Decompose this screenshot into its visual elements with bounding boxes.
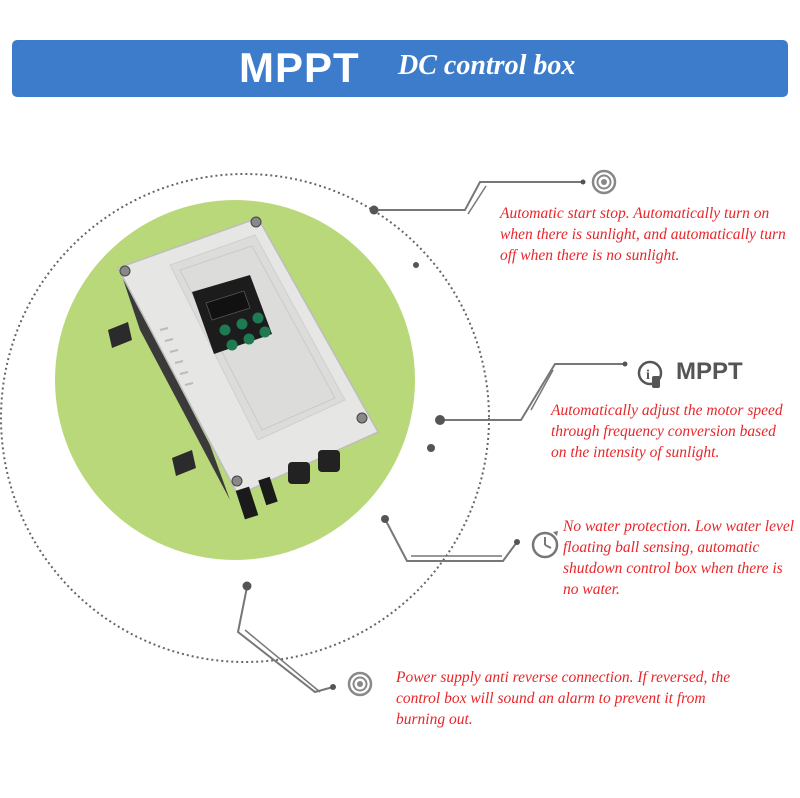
feature-heading-mppt: MPPT xyxy=(676,358,743,385)
target-icon xyxy=(591,169,617,195)
svg-text:i: i xyxy=(646,368,650,383)
control-box-image xyxy=(108,216,380,520)
feature-anti-reverse: Power supply anti reverse connection. If… xyxy=(396,669,731,728)
orbit-nodes xyxy=(242,179,628,690)
banner-title: MPPT xyxy=(239,44,360,91)
feature-mppt-speed: Automatically adjust the motor speed thr… xyxy=(551,402,783,461)
target-icon xyxy=(347,671,373,697)
connector-lines xyxy=(236,181,625,694)
timer-icon xyxy=(531,531,559,559)
feature-auto-start-stop: Automatic start stop. Automatically turn… xyxy=(500,205,786,264)
title-banner: MPPT DC control box xyxy=(12,40,788,97)
feature-no-water-protection: No water protection. Low water level flo… xyxy=(563,518,795,598)
banner-subtitle: DC control box xyxy=(398,50,576,81)
dotted-orbit-circle xyxy=(0,173,490,663)
info-touch-icon: i xyxy=(637,360,663,388)
